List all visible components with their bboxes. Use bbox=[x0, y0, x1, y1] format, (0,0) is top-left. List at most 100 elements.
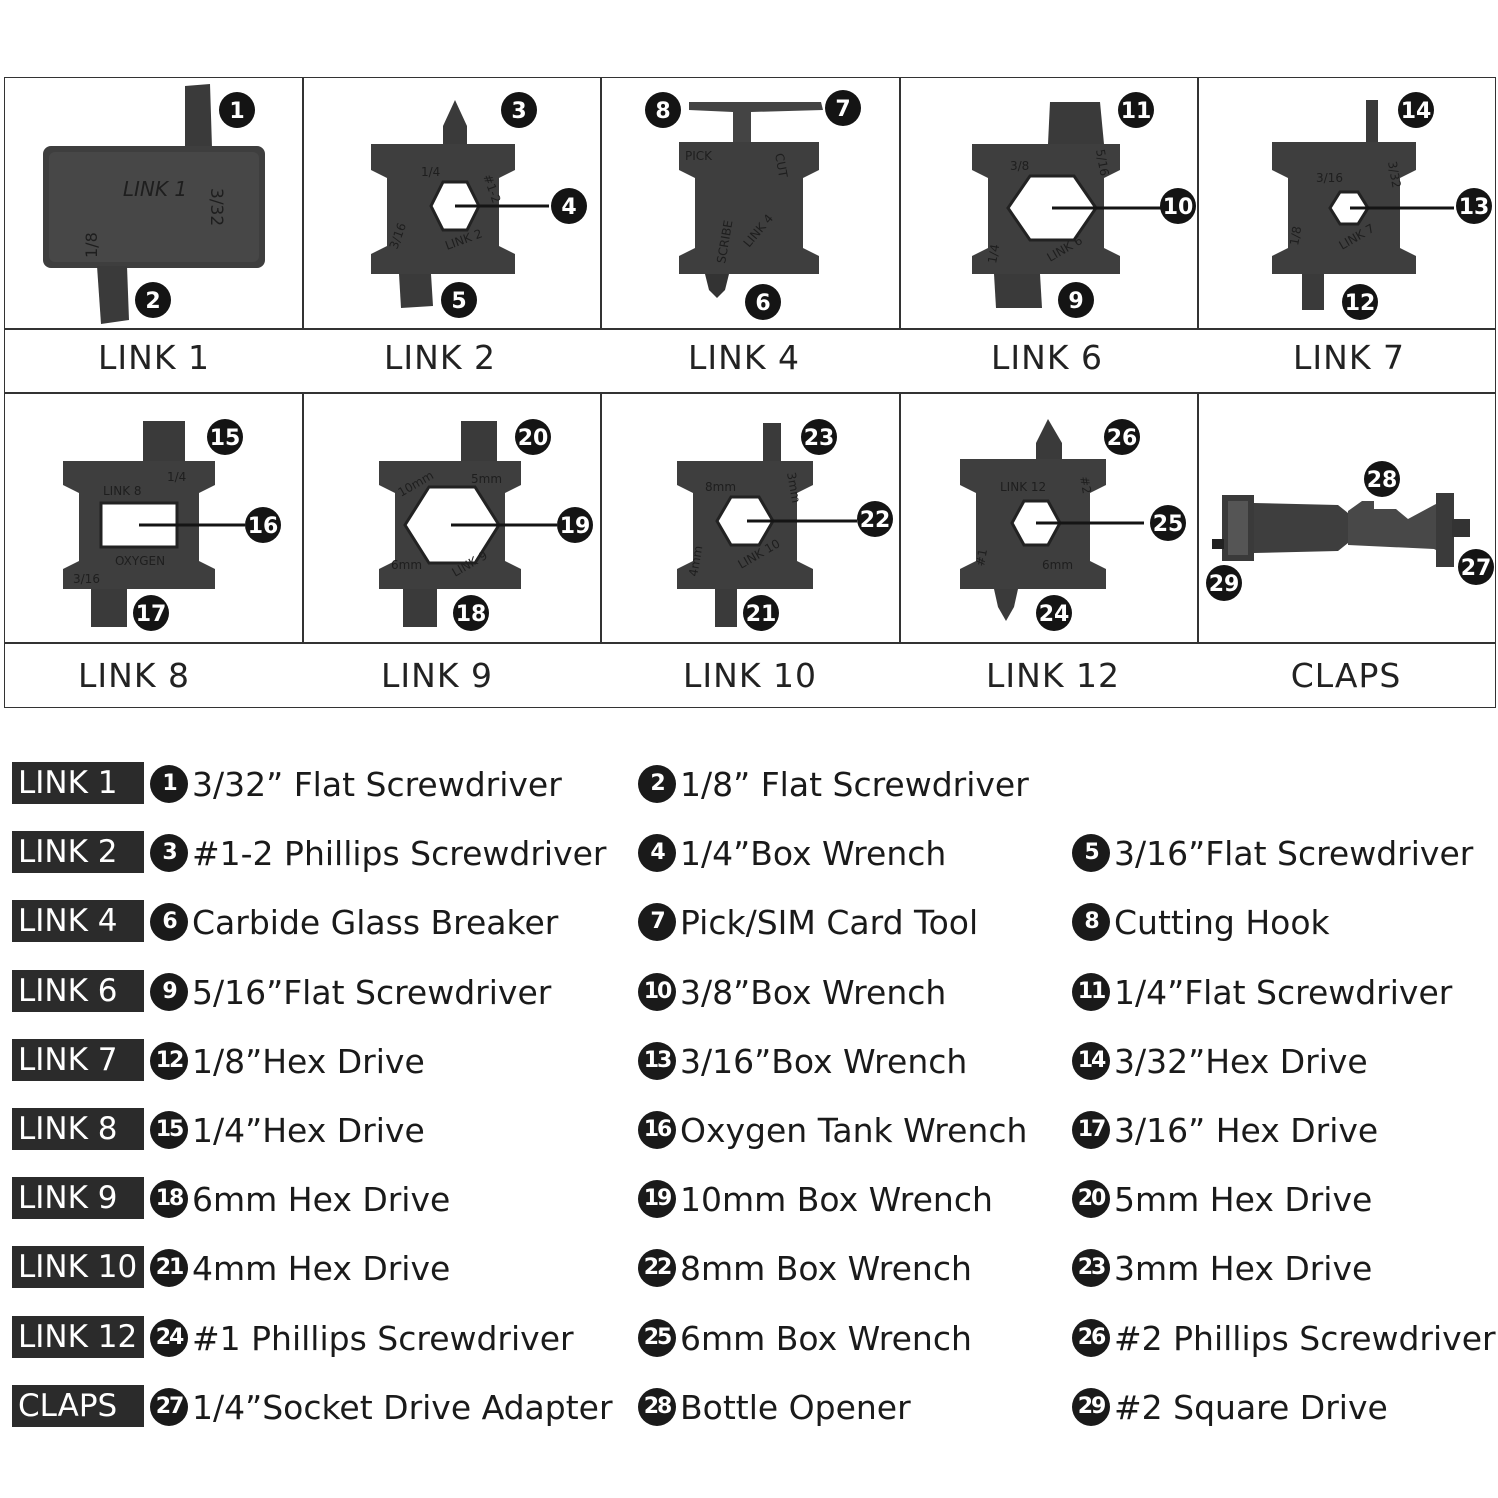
cell-label-link-2: LINK 2 bbox=[384, 338, 496, 377]
svg-text:3/32: 3/32 bbox=[206, 188, 226, 226]
link-4-tool-image: PICK CUT SCRIBE LINK 4 8 7 6 bbox=[601, 78, 897, 326]
svg-text:25: 25 bbox=[1153, 512, 1184, 537]
tool-grid: LINK 1 LINK 2 LINK 4 LINK 6 LINK 7 LINK … bbox=[4, 77, 1496, 708]
svg-text:1/4: 1/4 bbox=[167, 470, 186, 484]
legend-link-tag: LINK 10 bbox=[12, 1246, 144, 1288]
legend-item-text: 3/16”Box Wrench bbox=[680, 1041, 968, 1081]
svg-text:1/4: 1/4 bbox=[421, 165, 440, 179]
legend-item-text: 3/32”Hex Drive bbox=[1114, 1041, 1368, 1081]
grid-divider bbox=[5, 392, 1495, 394]
grid-divider bbox=[600, 393, 602, 643]
svg-text:18: 18 bbox=[456, 602, 487, 627]
svg-text:28: 28 bbox=[1367, 468, 1398, 493]
svg-text:LINK 12: LINK 12 bbox=[1000, 480, 1046, 494]
svg-text:8: 8 bbox=[655, 99, 670, 124]
svg-text:15: 15 bbox=[210, 426, 241, 451]
number-badge-icon: 17 bbox=[1072, 1111, 1110, 1149]
number-badge-icon: 19 bbox=[638, 1180, 676, 1218]
svg-text:#2: #2 bbox=[1077, 475, 1094, 495]
svg-text:3/16: 3/16 bbox=[73, 572, 100, 586]
link-6-tool-image: 3/8 5/16 1/4 LINK 6 11 10 9 bbox=[900, 78, 1196, 326]
svg-text:16: 16 bbox=[248, 514, 279, 539]
svg-text:LINK 8: LINK 8 bbox=[103, 484, 142, 498]
number-badge-icon: 3 bbox=[150, 834, 188, 872]
legend-item: 3#1-2 Phillips Screwdriver bbox=[150, 831, 606, 875]
number-badge-icon: 28 bbox=[638, 1388, 676, 1426]
svg-text:7: 7 bbox=[835, 97, 850, 122]
legend-link-tag: LINK 2 bbox=[12, 831, 144, 873]
number-badge-icon: 1 bbox=[150, 765, 188, 803]
grid-divider bbox=[899, 393, 901, 643]
legend-item-text: 6mm Box Wrench bbox=[680, 1318, 972, 1358]
number-badge-icon: 25 bbox=[638, 1319, 676, 1357]
legend-item-text: 3/16”Flat Screwdriver bbox=[1114, 833, 1474, 873]
legend-item-text: 5mm Hex Drive bbox=[1114, 1179, 1373, 1219]
svg-text:5mm: 5mm bbox=[471, 472, 502, 486]
svg-text:11: 11 bbox=[1121, 99, 1152, 124]
number-badge-icon: 24 bbox=[150, 1319, 188, 1357]
cell-label-claps: CLAPS bbox=[1290, 656, 1402, 695]
svg-text:20: 20 bbox=[518, 426, 549, 451]
number-badge-icon: 8 bbox=[1072, 903, 1110, 941]
number-badge-icon: 15 bbox=[150, 1111, 188, 1149]
svg-text:3/8: 3/8 bbox=[1010, 159, 1029, 173]
number-badge-icon: 13 bbox=[638, 1042, 676, 1080]
legend-item-text: #1-2 Phillips Screwdriver bbox=[192, 833, 607, 873]
svg-text:2: 2 bbox=[145, 289, 160, 314]
legend-item: 24#1 Phillips Screwdriver bbox=[150, 1316, 574, 1360]
legend-item-text: 1/4”Flat Screwdriver bbox=[1114, 972, 1453, 1012]
number-badge-icon: 26 bbox=[1072, 1319, 1110, 1357]
number-badge-icon: 23 bbox=[1072, 1249, 1110, 1287]
number-badge-icon: 12 bbox=[150, 1042, 188, 1080]
legend-item-text: 3/32” Flat Screwdriver bbox=[192, 764, 562, 804]
svg-text:29: 29 bbox=[1209, 572, 1240, 597]
cell-label-link-7: LINK 7 bbox=[1293, 338, 1405, 377]
legend-item-text: 3/16” Hex Drive bbox=[1114, 1110, 1379, 1150]
grid-divider bbox=[1197, 78, 1199, 328]
number-badge-icon: 9 bbox=[150, 973, 188, 1011]
legend-item-text: #2 Phillips Screwdriver bbox=[1114, 1318, 1496, 1358]
cell-label-link-6: LINK 6 bbox=[991, 338, 1103, 377]
link-7-tool-image: 3/16 3/32 1/8 LINK 7 14 13 12 bbox=[1198, 78, 1494, 326]
number-badge-icon: 11 bbox=[1072, 973, 1110, 1011]
link-8-tool-image: LINK 8 1/4 OXYGEN 3/16 15 16 17 bbox=[5, 393, 301, 641]
cell-label-link-4: LINK 4 bbox=[688, 338, 800, 377]
svg-text:27: 27 bbox=[1461, 556, 1492, 581]
svg-text:12: 12 bbox=[1345, 291, 1376, 316]
legend-item-text: 1/8” Flat Screwdriver bbox=[680, 764, 1029, 804]
legend-item-text: 4mm Hex Drive bbox=[192, 1248, 451, 1288]
legend-item-text: Carbide Glass Breaker bbox=[192, 902, 559, 942]
legend-link-tag: LINK 6 bbox=[12, 970, 144, 1012]
legend-item-text: 8mm Box Wrench bbox=[680, 1248, 972, 1288]
legend-link-tag: LINK 9 bbox=[12, 1177, 144, 1219]
link-2-tool-image: 1/4 3/16 LINK 2 #1-2 3 4 5 bbox=[303, 78, 599, 326]
number-badge-icon: 16 bbox=[638, 1111, 676, 1149]
legend-item: 26#2 Phillips Screwdriver bbox=[1072, 1316, 1496, 1360]
legend-link-tag: LINK 1 bbox=[12, 762, 144, 804]
number-badge-icon: 18 bbox=[150, 1180, 188, 1218]
cell-label-link-9: LINK 9 bbox=[381, 656, 493, 695]
legend-item-text: 6mm Hex Drive bbox=[192, 1179, 451, 1219]
svg-text:14: 14 bbox=[1401, 99, 1432, 124]
